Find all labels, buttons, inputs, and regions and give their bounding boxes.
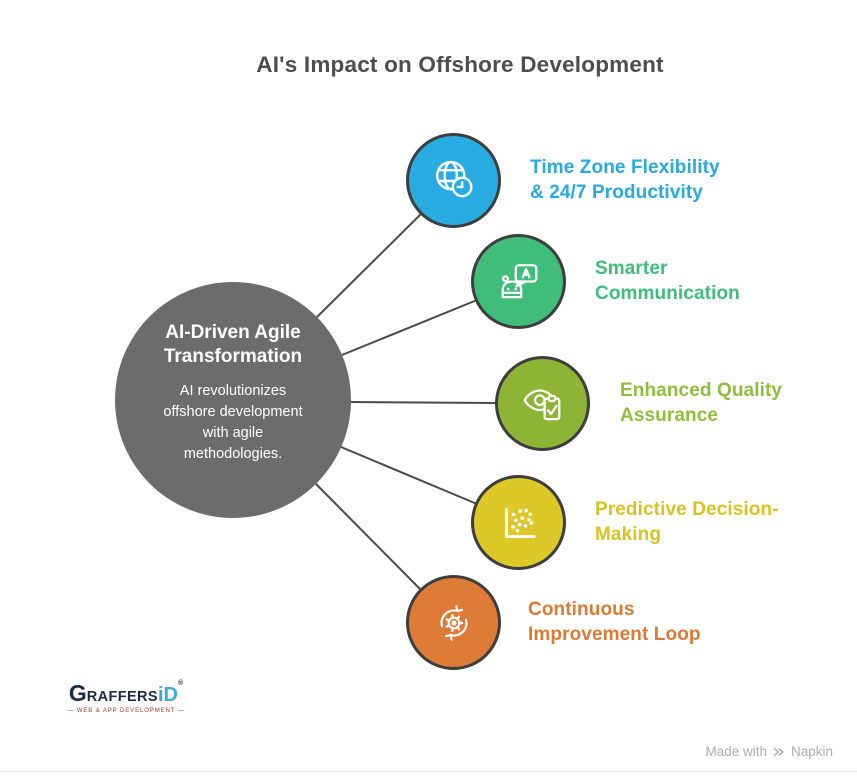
logo-id-text: iD: [158, 684, 178, 706]
improvement-circle: [406, 575, 501, 670]
center-node: AI-Driven Agile Transformation AI revolu…: [115, 282, 351, 518]
napkin-logo-icon: [773, 747, 784, 756]
registered-mark: ®: [178, 680, 184, 687]
chat-bot-icon: [501, 263, 537, 298]
logo-raffers-text: RAFFERS: [86, 689, 158, 705]
predictive-circle: [471, 475, 566, 570]
page-title: AI's Impact on Offshore Development: [256, 52, 664, 77]
scatter-chart-icon: [504, 507, 536, 538]
logo-tagline: — WEB & APP DEVELOPMENT —: [67, 708, 185, 714]
communication-circle: [471, 234, 566, 329]
credit-brand: Napkin: [790, 744, 833, 759]
globe-clock-icon: [435, 160, 473, 197]
logo-letter-g: G: [68, 680, 87, 706]
node-label-improvement: Continuous Improvement Loop: [528, 599, 701, 645]
center-node-description: AI revolutionizes offshore development w…: [163, 383, 303, 462]
time-zone-circle: [406, 133, 501, 228]
quality-circle: [495, 356, 590, 451]
bottom-divider: [0, 771, 857, 772]
node-label-predictive: Predictive Decision- Making: [595, 499, 779, 545]
napkin-credit[interactable]: Made with Napkin: [705, 744, 833, 759]
graffersid-logo: GRAFFERSiD® — WEB & APP DEVELOPMENT —: [66, 680, 186, 714]
node-label-quality: Enhanced Quality Assurance: [620, 380, 783, 426]
credit-prefix: Made with: [705, 744, 767, 759]
node-label-communication: Smarter Communication: [595, 258, 740, 304]
refresh-gear-icon: [439, 604, 468, 641]
graffersid-logo-text: GRAFFERSiD®: [66, 680, 186, 707]
eye-clipboard-icon: [522, 388, 560, 420]
node-label-time-zone: Time Zone Flexibility & 24/7 Productivit…: [530, 157, 720, 203]
center-node-heading: AI-Driven Agile Transformation: [163, 322, 303, 367]
